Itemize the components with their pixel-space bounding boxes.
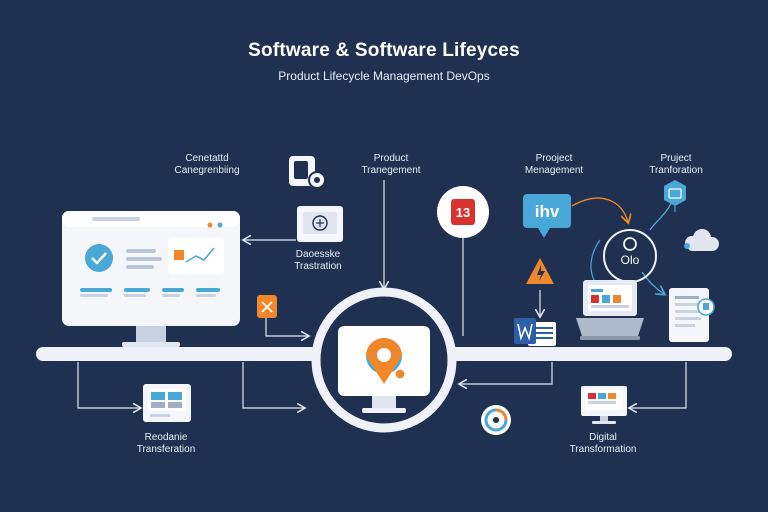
camera-icon bbox=[289, 156, 326, 189]
central-hub bbox=[311, 287, 457, 433]
window-dot-blue bbox=[217, 222, 223, 228]
label-bottom-right: Digital Transformation bbox=[543, 432, 663, 456]
label-top-right-line1: Pruject bbox=[660, 153, 692, 164]
warning-icon bbox=[526, 258, 554, 284]
label-middle-left-line2: Trastration bbox=[294, 261, 342, 272]
red-badge-text: 13 bbox=[456, 205, 470, 220]
page-title: Software & Software Lifeyces bbox=[248, 40, 520, 61]
small-monitor-icon bbox=[581, 386, 627, 424]
label-top-left-line1: Cenetattd bbox=[185, 153, 229, 164]
document-icon bbox=[669, 288, 715, 342]
cloud-icon bbox=[684, 229, 719, 251]
presentation-board-icon bbox=[297, 206, 343, 242]
label-top-center-line2: Tranegement bbox=[361, 165, 421, 176]
label-top-right: Pruject Tranforation bbox=[616, 153, 736, 177]
connector-to-bottom-left bbox=[77, 362, 140, 408]
page-subtitle: Product Lifecycle Management DevOps bbox=[278, 69, 490, 83]
label-top-right-line2: Tranforation bbox=[649, 165, 703, 176]
label-top-left-line2: Canegrenbiing bbox=[174, 165, 240, 176]
connector-blue-arc-bottom bbox=[641, 271, 664, 294]
trend-line-icon bbox=[185, 247, 215, 263]
label-top-center-line1: Product bbox=[373, 153, 409, 164]
connector-to-bottom-right bbox=[630, 362, 687, 408]
label-top-center: Product Tranegement bbox=[331, 153, 451, 177]
connector-right-hub bbox=[460, 362, 553, 384]
circular-badge-icon bbox=[481, 405, 511, 435]
label-middle-left: Daoesske Trastration bbox=[258, 249, 378, 273]
label-middle-left-line1: Daoesske bbox=[295, 249, 341, 260]
label-top-right-center-line2: Menagement bbox=[524, 165, 584, 176]
label-top-left: Cenetattd Canegrenbiing bbox=[147, 153, 267, 177]
word-document-icon bbox=[514, 318, 556, 346]
tablet-icon bbox=[143, 384, 191, 422]
dashboard-monitor bbox=[62, 211, 240, 347]
connector-orange-to-hub bbox=[265, 318, 308, 336]
person-icon-text: Olo bbox=[621, 253, 640, 267]
connector-left-hub bbox=[242, 362, 304, 408]
label-top-right-center-line1: Prooject bbox=[535, 153, 573, 164]
label-bottom-left-line2: Transferation bbox=[136, 444, 196, 455]
label-bottom-right-line2: Transformation bbox=[569, 444, 637, 455]
label-bottom-left: Reodanie Transferation bbox=[106, 432, 226, 456]
connector-lines bbox=[77, 180, 687, 408]
window-dot-orange bbox=[207, 222, 213, 228]
laptop-icon bbox=[576, 280, 644, 340]
label-top-right-center: Prooject Menagement bbox=[494, 153, 614, 177]
check-icon bbox=[85, 244, 113, 272]
speech-bubble-text: ihv bbox=[535, 202, 560, 221]
hexagon-icon bbox=[664, 180, 686, 212]
label-bottom-left-line1: Reodanie bbox=[144, 432, 188, 443]
red-badge-icon bbox=[437, 186, 489, 238]
connector-orange-arc bbox=[571, 197, 628, 222]
label-bottom-right-line1: Digital bbox=[589, 432, 617, 443]
orange-chat-icon bbox=[257, 295, 277, 318]
speech-bubble-icon bbox=[523, 194, 571, 238]
